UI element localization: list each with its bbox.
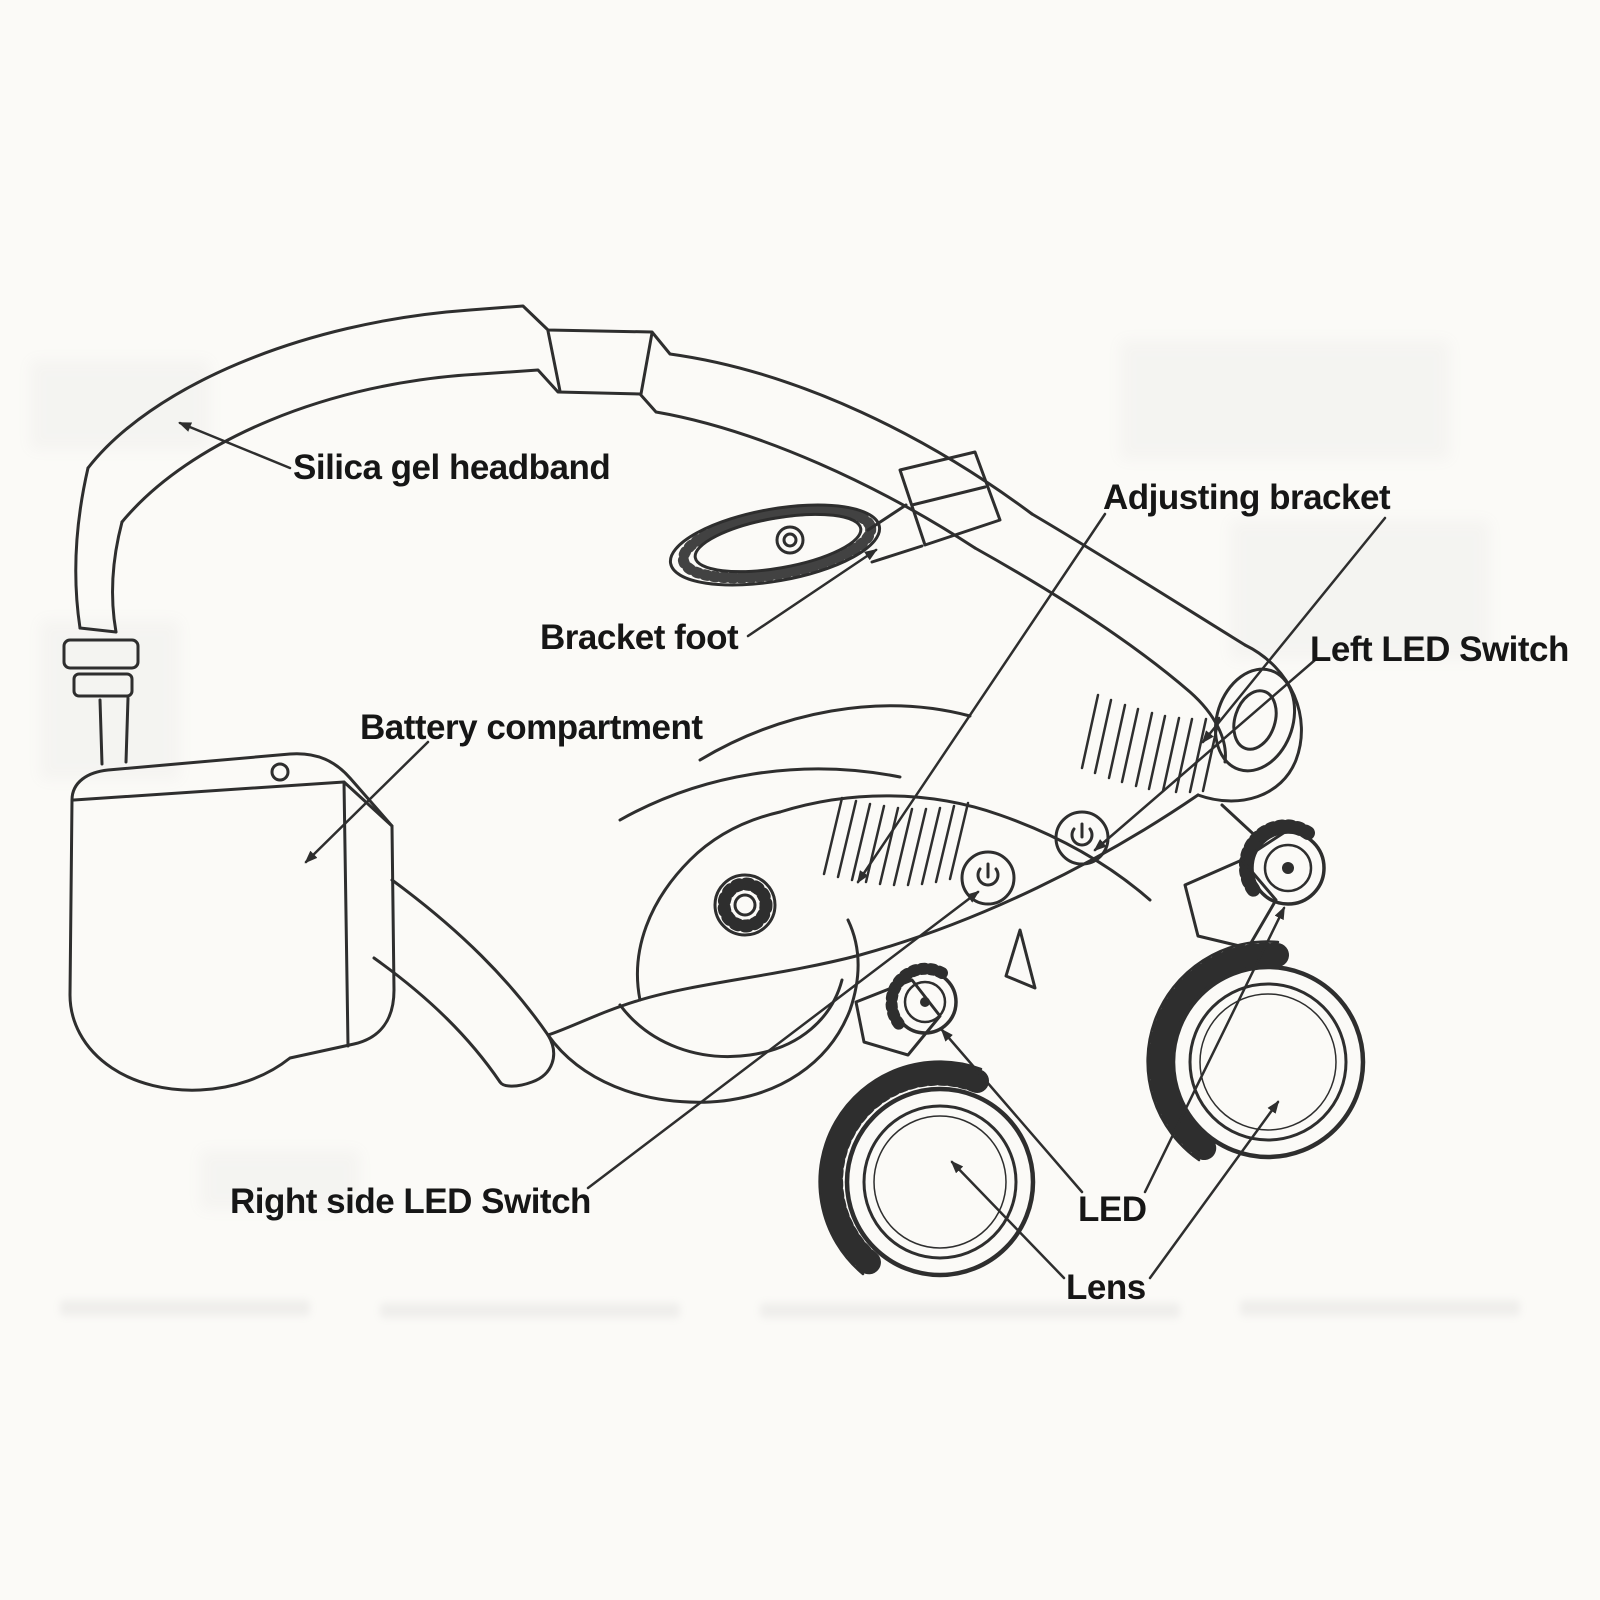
vent-slots-center — [822, 796, 970, 887]
bleed-through-artifact — [1120, 340, 1450, 460]
led-module-right-drawing — [1220, 803, 1326, 906]
bleed-through-artifact — [60, 1300, 310, 1316]
bleed-through-artifact — [760, 1303, 1180, 1318]
lens-right-drawing — [1146, 940, 1366, 1162]
label-right-side-led-switch: Right side LED Switch — [230, 1182, 591, 1221]
right-led-switch-drawing — [960, 850, 1016, 906]
adjusting-bracket-drawing — [854, 830, 1287, 1057]
bleed-through-artifact — [200, 1150, 360, 1210]
headband-drawing — [62, 304, 1034, 766]
leader-lines — [178, 421, 1387, 1280]
vent-slots-upper — [1080, 693, 1221, 794]
bleed-through-artifact — [1230, 520, 1490, 660]
label-led: LED — [1078, 1190, 1147, 1229]
bleed-through-artifact — [380, 1303, 680, 1318]
visor-body-drawing — [546, 512, 1303, 1104]
bleed-through-artifact — [1240, 1300, 1520, 1316]
label-left-led-switch: Left LED Switch — [1310, 630, 1569, 669]
bracket-foot-drawing — [668, 450, 1002, 587]
label-silica-gel-headband: Silica gel headband — [293, 448, 611, 487]
led-module-left-drawing — [885, 962, 958, 1035]
label-bracket-foot: Bracket foot — [540, 618, 739, 657]
left-led-switch-drawing — [1054, 810, 1110, 866]
label-lens: Lens — [1066, 1268, 1146, 1307]
lens-left-drawing — [818, 1060, 1036, 1278]
battery-compartment-drawing — [68, 752, 556, 1092]
label-battery-compartment: Battery compartment — [360, 708, 703, 747]
label-adjusting-bracket: Adjusting bracket — [1103, 478, 1391, 517]
